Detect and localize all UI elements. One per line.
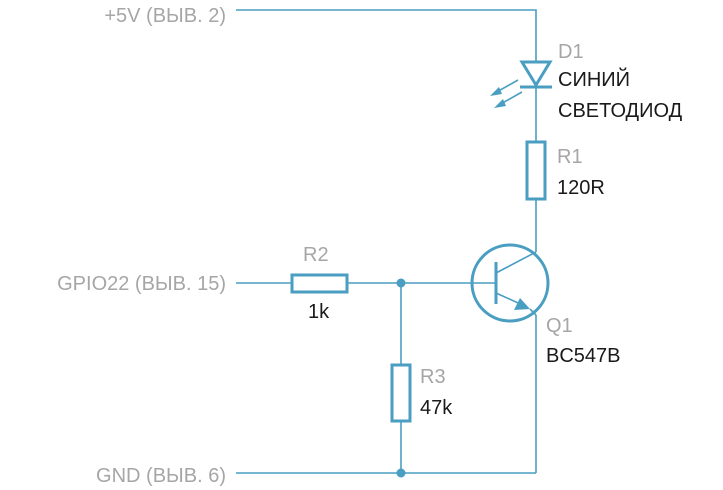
emitter-arrow-icon [514, 298, 530, 310]
d1-value-line1: СИНИЙ [558, 67, 630, 91]
net-label-gpio: GPIO22 (ВЫВ. 15) [57, 273, 226, 295]
r1-ref: R1 [557, 146, 583, 168]
junction-gnd [396, 468, 406, 478]
r2-value: 1k [308, 301, 330, 323]
resistor-r3 [390, 283, 412, 473]
net-label-vcc: +5V (ВЫВ. 2) [104, 5, 226, 27]
q1-ref: Q1 [546, 315, 573, 337]
led-d1 [490, 60, 553, 142]
r3-ref: R3 [420, 366, 446, 388]
resistor-r2 [290, 273, 349, 294]
net-label-gnd: GND (ВЫВ. 6) [96, 465, 226, 487]
light-emission-arrows-icon [490, 79, 523, 108]
d1-ref: D1 [558, 41, 584, 63]
transistor-q1 [470, 243, 550, 473]
wire-vcc-rail [236, 9, 537, 62]
q1-value: BC547B [546, 345, 621, 367]
r1-value: 120R [557, 177, 605, 199]
resistor-r1 [525, 140, 547, 252]
d1-value-line2: СВЕТОДИОД [558, 100, 683, 122]
r3-value: 47k [420, 397, 453, 419]
r2-ref: R2 [303, 244, 329, 266]
